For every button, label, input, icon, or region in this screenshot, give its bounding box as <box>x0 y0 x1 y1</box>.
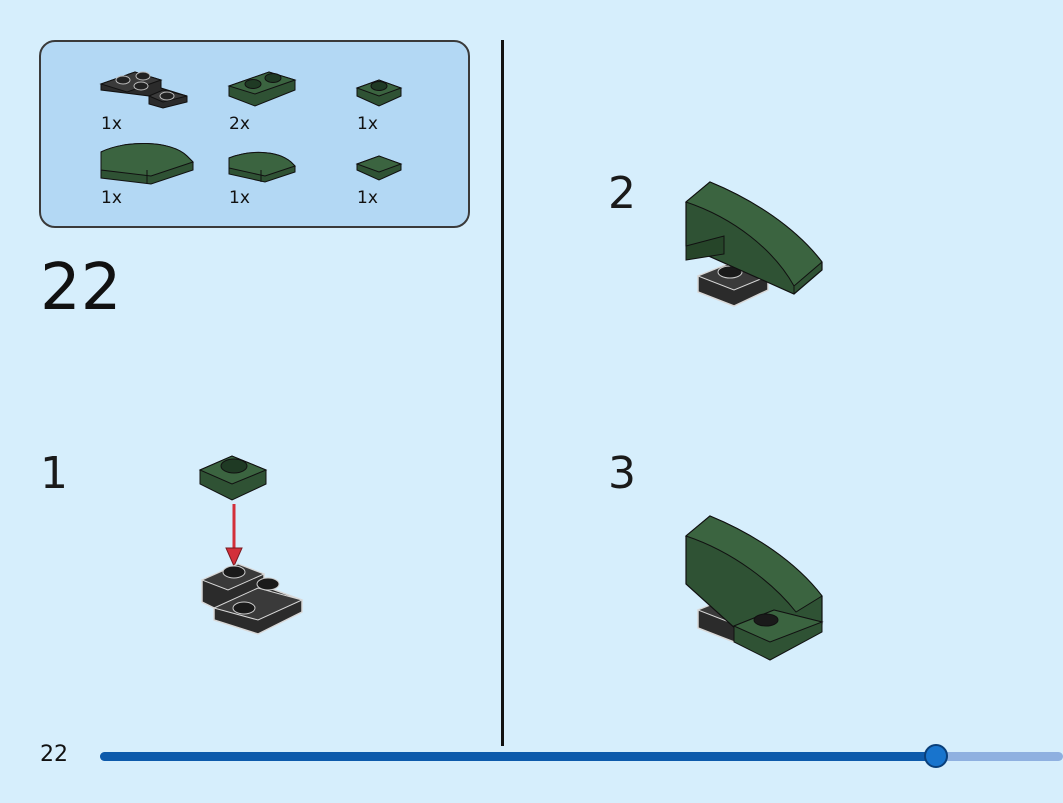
part-quantity: 1x <box>101 114 122 134</box>
step-1-illustration <box>198 448 308 648</box>
progress-bar-fill <box>100 752 936 761</box>
page-number: 22 <box>40 742 68 767</box>
part-quantity: 1x <box>357 114 378 134</box>
progress-indicator <box>923 744 948 768</box>
green-curved-slope-small-icon <box>228 148 296 184</box>
progress-bar <box>100 744 1063 768</box>
step-number-3: 3 <box>608 448 636 499</box>
step-number-2: 2 <box>608 168 636 219</box>
parts-list-box: 1x 2x 1x 1x 1x <box>39 40 470 228</box>
green-plate-1x2-icon <box>227 68 297 108</box>
page-step-number: 22 <box>40 251 122 325</box>
green-curved-slope-large-icon <box>100 140 194 186</box>
green-round-plate-1x1-icon <box>355 76 403 107</box>
green-tile-1x1-icon <box>355 152 403 182</box>
part-quantity: 1x <box>357 188 378 208</box>
step-2-illustration <box>684 180 826 312</box>
black-corner-plate-icon <box>99 66 188 109</box>
part-quantity: 1x <box>101 188 122 208</box>
step-number-1: 1 <box>40 448 68 499</box>
column-divider <box>501 40 504 746</box>
part-quantity: 2x <box>229 114 250 134</box>
step-3-illustration <box>684 514 826 664</box>
part-quantity: 1x <box>229 188 250 208</box>
